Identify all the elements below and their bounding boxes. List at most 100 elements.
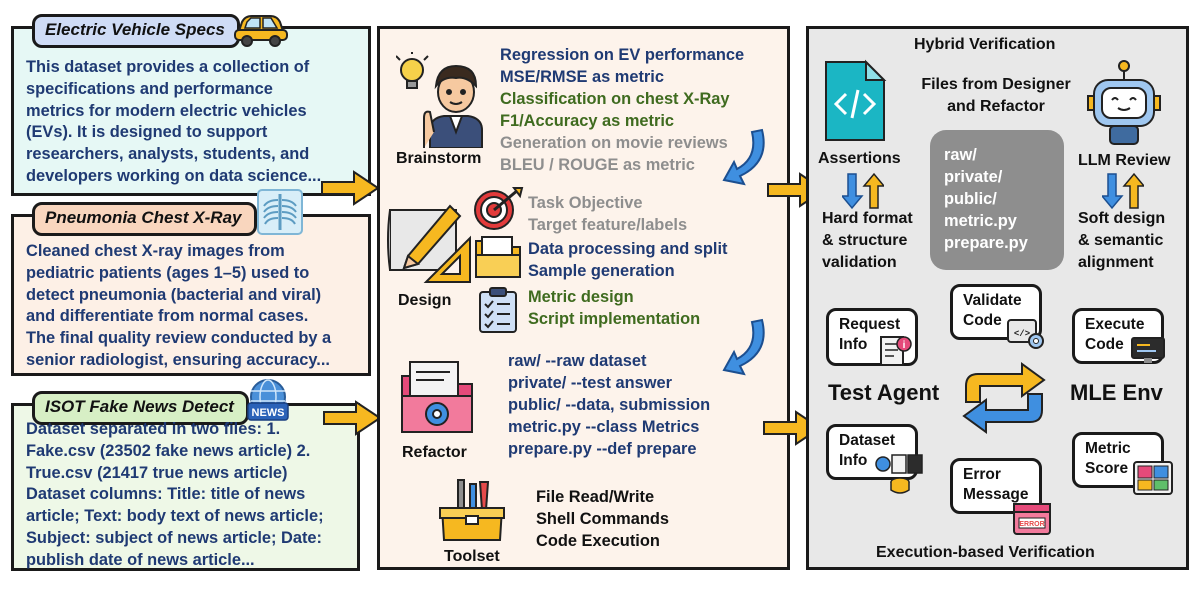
document-info-icon: i bbox=[880, 336, 912, 366]
text-line: Cleaned chest X-ray images from bbox=[26, 242, 285, 260]
curved-arrow-icon bbox=[722, 318, 765, 376]
idea-line: Regression on EV performance bbox=[500, 46, 745, 64]
box-line: Validate bbox=[963, 292, 1022, 309]
dashboard-chart-icon bbox=[1133, 461, 1173, 495]
brainstorm-ideas: Regression on EV performance MSE/RMSE as… bbox=[500, 44, 744, 176]
text-line: detect pneumonia (bacterial and viral) bbox=[26, 285, 322, 304]
ev-dataset-card: Electric Vehicle Specs This dataset prov… bbox=[11, 14, 371, 196]
llm-review-description: Soft design & semantic alignment bbox=[1078, 208, 1165, 274]
cycle-arrows-icon bbox=[962, 362, 1046, 434]
file-name: raw/ bbox=[944, 146, 977, 164]
pneumonia-dataset-description: Cleaned chest X-ray images from pediatri… bbox=[26, 241, 360, 372]
design-line: Task Objective bbox=[528, 194, 643, 212]
text-line: Fake.csv (23502 fake news article) 2. bbox=[26, 441, 311, 460]
desc-line: validation bbox=[822, 254, 897, 271]
target-icon bbox=[474, 187, 524, 230]
robot-icon bbox=[1087, 60, 1161, 145]
assertions-description: Hard format & structure validation bbox=[822, 208, 913, 274]
text-line: specifications and performance bbox=[26, 79, 273, 98]
text-line: The final quality review conducted by a bbox=[26, 329, 332, 348]
box-line: Code bbox=[963, 312, 1002, 329]
files-list-box: raw/ private/ public/ metric.py prepare.… bbox=[930, 130, 1064, 270]
text-line: article; Text: body text of news article… bbox=[26, 507, 324, 526]
structure-line: metric.py --class Metrics bbox=[508, 418, 700, 436]
file-name: prepare.py bbox=[944, 234, 1028, 252]
design-metric-group: Metric design Script implementation bbox=[528, 286, 700, 330]
box-line: Code bbox=[1085, 336, 1124, 353]
mle-env-label: MLE Env bbox=[1070, 380, 1163, 405]
toolset-label: Toolset bbox=[444, 548, 500, 565]
text-line: and differentiate from normal cases. bbox=[26, 307, 309, 326]
refactor-folder-gear-icon bbox=[401, 361, 473, 433]
toolset-tools: File Read/Write Shell Commands Code Exec… bbox=[536, 486, 669, 552]
blueprint-pencil-icon bbox=[387, 204, 471, 283]
tool-line: File Read/Write bbox=[536, 488, 655, 506]
up-down-arrows-icon bbox=[842, 172, 884, 210]
structure-line: private/ --test answer bbox=[508, 374, 672, 392]
arrow-right-icon bbox=[321, 170, 380, 206]
design-line: Target feature/labels bbox=[528, 216, 688, 234]
xray-icon bbox=[257, 189, 303, 235]
pneumonia-dataset-card: Pneumonia Chest X-Ray Cleaned chest X-ra… bbox=[11, 202, 371, 376]
design-label: Design bbox=[398, 292, 452, 309]
desc-line: Soft design bbox=[1078, 210, 1166, 227]
text-line: Dataset separated in two files: 1. bbox=[26, 420, 281, 438]
error-window-icon: ERROR bbox=[1013, 503, 1051, 535]
text-line: True.csv (21417 true news article) bbox=[26, 463, 288, 482]
svg-text:i: i bbox=[903, 340, 906, 351]
text-line: (EVs). It is designed to support bbox=[26, 123, 268, 142]
toolbox-icon bbox=[439, 479, 505, 541]
validate-code-box: Validate Code bbox=[950, 284, 1042, 340]
text-line: metrics for modern electric vehicles bbox=[26, 101, 307, 120]
tool-line: Shell Commands bbox=[536, 510, 669, 528]
curved-arrow-icon bbox=[722, 128, 765, 186]
box-line: Score bbox=[1085, 460, 1129, 477]
structure-line: public/ --data, submission bbox=[508, 396, 711, 414]
box-line: Message bbox=[963, 486, 1029, 503]
svg-text:NEWS: NEWS bbox=[252, 407, 285, 419]
box-line: Metric bbox=[1085, 440, 1131, 457]
text-line: publish date of news article... bbox=[26, 550, 255, 569]
code-gear-icon: </> bbox=[1007, 319, 1044, 349]
isot-dataset-title: ISOT Fake News Detect bbox=[32, 391, 249, 425]
arrow-right-icon bbox=[323, 400, 382, 436]
structure-line: raw/ --raw dataset bbox=[508, 352, 647, 370]
box-line: Error bbox=[963, 466, 1001, 483]
box-line: Info bbox=[839, 452, 868, 469]
file-name: metric.py bbox=[944, 212, 1017, 230]
box-line: Request bbox=[839, 316, 901, 333]
text-line: developers working on data science... bbox=[26, 166, 322, 185]
text-line: Dataset columns: Title: title of news bbox=[26, 485, 306, 504]
isot-dataset-description: Dataset separated in two files: 1. Fake.… bbox=[26, 419, 349, 572]
idea-line: MSE/RMSE as metric bbox=[500, 68, 664, 86]
text-line: researchers, analysts, students, and bbox=[26, 145, 310, 164]
file-name: public/ bbox=[944, 190, 997, 208]
idea-line: Classification on chest X-Ray bbox=[500, 90, 730, 108]
refactor-structure: raw/ --raw dataset private/ --test answe… bbox=[508, 350, 710, 460]
box-line: Execute bbox=[1085, 316, 1145, 333]
svg-text:</>: </> bbox=[1014, 329, 1030, 339]
code-file-icon bbox=[825, 59, 887, 141]
monitor-code-icon bbox=[1131, 337, 1165, 363]
box-line: Info bbox=[839, 336, 868, 353]
idea-line: Generation on movie reviews bbox=[500, 134, 728, 152]
idea-line: F1/Accuracy as metric bbox=[500, 112, 675, 130]
caption-line: Files from Designer bbox=[921, 76, 1071, 93]
news-globe-icon: NEWS bbox=[247, 379, 289, 421]
design-line: Script implementation bbox=[528, 310, 701, 328]
structure-line: prepare.py --def prepare bbox=[508, 440, 697, 458]
pneumonia-dataset-title: Pneumonia Chest X-Ray bbox=[32, 202, 257, 236]
brainstorm-label: Brainstorm bbox=[396, 150, 482, 167]
design-line: Sample generation bbox=[528, 262, 675, 280]
design-objective-group: Task Objective Target feature/labels bbox=[528, 192, 687, 236]
checklist-icon bbox=[479, 287, 517, 333]
svg-text:ERROR: ERROR bbox=[1019, 521, 1044, 528]
tool-line: Code Execution bbox=[536, 532, 660, 550]
refactor-label: Refactor bbox=[402, 444, 467, 461]
test-agent-label: Test Agent bbox=[828, 380, 940, 405]
box-line: Dataset bbox=[839, 432, 895, 449]
text-line: pediatric patients (ages 1–5) used to bbox=[26, 263, 310, 282]
design-line: Data processing and split bbox=[528, 240, 728, 258]
design-data-group: Data processing and split Sample generat… bbox=[528, 238, 727, 282]
execute-code-box: Execute Code bbox=[1072, 308, 1164, 364]
